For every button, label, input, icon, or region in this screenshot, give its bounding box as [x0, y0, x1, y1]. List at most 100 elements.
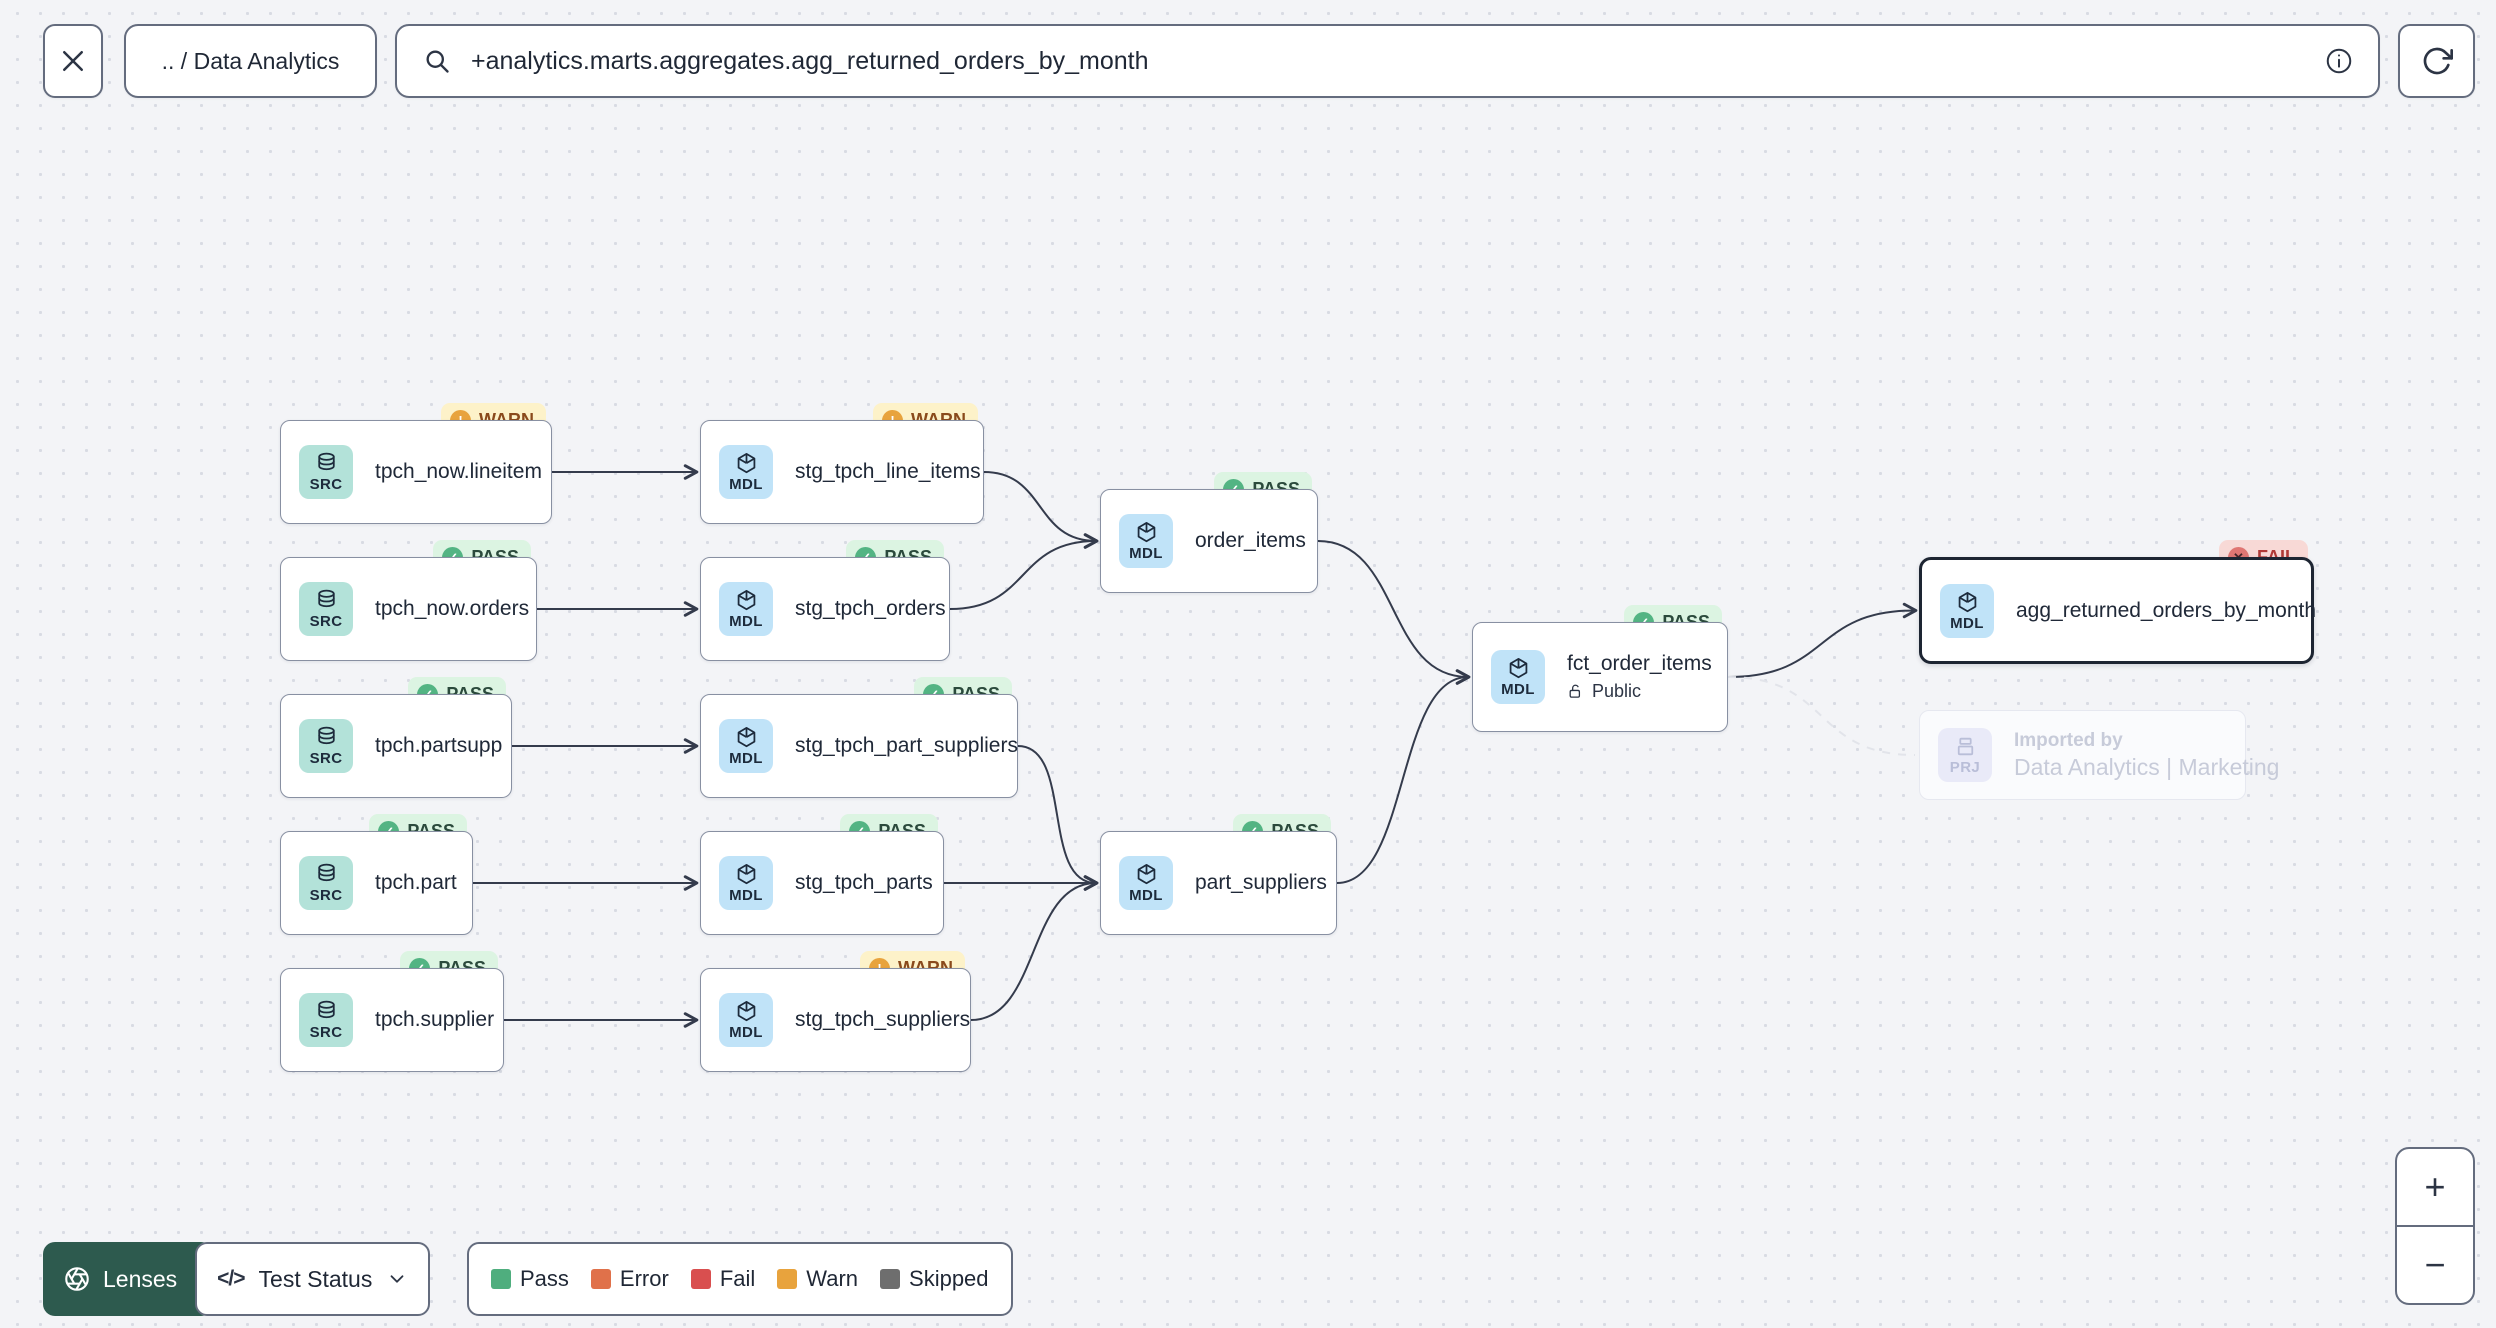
- graph-node-stg_tpch_parts[interactable]: MDL stg_tpch_parts: [700, 831, 944, 935]
- graph-node-stg_tpch_orders[interactable]: MDL stg_tpch_orders: [700, 557, 950, 661]
- node-type-label: SRC: [309, 750, 343, 767]
- project-icon: [1957, 737, 1973, 756]
- node-labels: tpch_now.lineitem: [375, 460, 542, 484]
- legend-item-warn: Warn: [777, 1266, 858, 1292]
- search-icon: [426, 50, 449, 73]
- aperture-icon: [65, 1267, 89, 1291]
- node-type-label: MDL: [1501, 681, 1535, 698]
- database-icon: [317, 726, 335, 745]
- node-label: tpch_now.orders: [375, 597, 530, 620]
- node-labels: tpch.part: [375, 871, 457, 895]
- node-labels: tpch.supplier: [375, 1008, 494, 1032]
- legend-item-error: Error: [590, 1266, 669, 1292]
- node-type-chip: MDL: [719, 856, 773, 910]
- node-label: tpch.partsupp: [375, 734, 503, 757]
- lens-selected-label: Test Status: [258, 1265, 373, 1292]
- database-icon: [317, 452, 335, 471]
- search-bar[interactable]: [395, 24, 2380, 98]
- search-input[interactable]: [469, 45, 2324, 77]
- node-labels: tpch.partsupp: [375, 734, 502, 758]
- node-type-label: SRC: [309, 887, 343, 904]
- graph-node-tpch_now_orders[interactable]: SRC tpch_now.orders: [280, 557, 537, 661]
- node-label: fct_order_items: [1567, 652, 1712, 675]
- legend-item-pass: Pass: [491, 1266, 569, 1292]
- node-type-chip: MDL: [1119, 856, 1173, 910]
- lenses-button[interactable]: Lenses: [43, 1242, 214, 1316]
- node-label: part_suppliers: [1195, 871, 1327, 894]
- refresh-button[interactable]: [2398, 24, 2475, 98]
- node-labels: stg_tpch_orders: [795, 597, 946, 621]
- node-type-chip: MDL: [1491, 650, 1545, 704]
- graph-node-stg_tpch_part_suppliers[interactable]: MDL stg_tpch_part_suppliers: [700, 694, 1018, 798]
- node-type-label: MDL: [729, 476, 763, 493]
- zoom-controls: + −: [2395, 1147, 2475, 1305]
- node-type-label: MDL: [729, 1024, 763, 1041]
- node-type-label: MDL: [729, 750, 763, 767]
- graph-node-tpch_now_lineitem[interactable]: SRC tpch_now.lineitem: [280, 420, 552, 524]
- cube-icon: [1137, 864, 1155, 885]
- node-labels: stg_tpch_part_suppliers: [795, 734, 1018, 758]
- lenses-control: Lenses </> Test Status: [43, 1242, 431, 1316]
- cube-icon: [737, 590, 755, 611]
- lineage-edge: [1017, 745, 1099, 891]
- graph-node-tpch_partsupp[interactable]: SRC tpch.partsupp: [280, 694, 512, 798]
- node-type-chip: SRC: [299, 719, 353, 773]
- lineage-edge: [1317, 540, 1471, 685]
- node-label: stg_tpch_part_suppliers: [795, 734, 1018, 757]
- legend-swatch: [880, 1269, 901, 1289]
- legend-label: Warn: [806, 1266, 859, 1291]
- node-label: order_items: [1195, 529, 1306, 552]
- node-type-label: MDL: [1129, 545, 1163, 562]
- node-type-chip: MDL: [719, 719, 773, 773]
- chevron-down-icon: [390, 1275, 404, 1283]
- cube-icon: [1137, 522, 1155, 543]
- lineage-edge: [1727, 602, 1918, 678]
- lens-selector[interactable]: </> Test Status: [195, 1242, 431, 1316]
- node-type-label: SRC: [309, 613, 343, 630]
- zoom-out-button[interactable]: −: [2397, 1227, 2473, 1303]
- node-type-label: MDL: [729, 613, 763, 630]
- cube-icon: [737, 864, 755, 885]
- graph-node-tpch_part[interactable]: SRC tpch.part: [280, 831, 473, 935]
- graph-node-stg_tpch_suppliers[interactable]: MDL stg_tpch_suppliers: [700, 968, 971, 1072]
- node-access-label: Public: [1567, 681, 1712, 702]
- legend-item-skipped: Skipped: [880, 1266, 989, 1292]
- node-label: stg_tpch_suppliers: [795, 1008, 971, 1031]
- cube-icon: [1509, 658, 1527, 679]
- legend-swatch: [777, 1269, 798, 1289]
- zoom-in-button[interactable]: +: [2397, 1149, 2473, 1227]
- node-labels: stg_tpch_suppliers: [795, 1008, 970, 1032]
- minus-icon: −: [2424, 1244, 2446, 1285]
- cube-icon: [737, 453, 755, 474]
- graph-node-part_suppliers[interactable]: MDL part_suppliers: [1100, 831, 1337, 935]
- node-labels: stg_tpch_parts: [795, 871, 933, 895]
- graph-node-agg_returned_orders_by_month[interactable]: MDL agg_returned_orders_by_month: [1919, 557, 2316, 664]
- legend-swatch: [491, 1269, 511, 1289]
- node-labels: order_items: [1195, 529, 1306, 553]
- node-type-label: MDL: [729, 887, 763, 904]
- graph-node-order_items[interactable]: MDL order_items: [1100, 489, 1318, 593]
- database-icon: [317, 863, 335, 882]
- node-type-label: SRC: [309, 476, 343, 493]
- node-labels: tpch_now.orders: [375, 597, 529, 621]
- node-labels: agg_returned_orders_by_month: [2016, 599, 2316, 623]
- node-subtitle: Imported by: [2014, 729, 2123, 751]
- node-type-chip: SRC: [299, 582, 353, 636]
- legend-swatch: [590, 1269, 611, 1289]
- info-icon[interactable]: [2324, 46, 2354, 76]
- node-label: tpch.supplier: [375, 1008, 495, 1031]
- breadcrumb-label: .. / Data Analytics: [161, 47, 340, 74]
- close-button[interactable]: [43, 24, 103, 98]
- node-label: agg_returned_orders_by_month: [2016, 598, 2317, 622]
- node-label: Data Analytics | Marketing: [2014, 753, 2280, 780]
- lenses-label: Lenses: [103, 1265, 178, 1292]
- breadcrumb[interactable]: .. / Data Analytics: [124, 24, 377, 98]
- node-type-label: MDL: [1950, 614, 1984, 632]
